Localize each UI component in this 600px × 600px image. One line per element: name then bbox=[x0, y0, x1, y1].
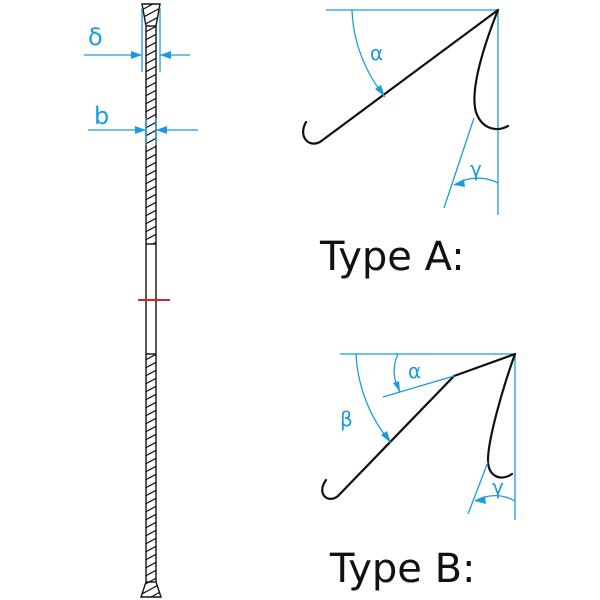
hatch-line bbox=[141, 157, 161, 173]
type-b-gamma-arrow bbox=[475, 496, 486, 504]
hatch-line bbox=[141, 69, 161, 85]
hatch-line bbox=[141, 461, 161, 477]
type-b-tooth-face bbox=[321, 352, 517, 500]
hatch-line bbox=[141, 389, 161, 405]
hatch-line bbox=[141, 509, 161, 525]
b-arrow-left bbox=[135, 126, 146, 134]
hatch-line bbox=[141, 373, 161, 389]
type-b-alpha-reference bbox=[382, 375, 455, 398]
type-a-title: Type A: bbox=[319, 234, 465, 280]
hatch-line bbox=[141, 517, 161, 533]
blade-section bbox=[138, 3, 170, 598]
type-b-gamma-label: γ bbox=[492, 475, 504, 499]
b-arrow-right bbox=[156, 126, 167, 134]
hatch-line bbox=[141, 477, 161, 493]
hatch-line bbox=[141, 141, 161, 157]
hatch-line bbox=[141, 77, 161, 93]
hatch-line bbox=[141, 469, 161, 485]
type-b-title: Type B: bbox=[329, 546, 476, 592]
hatch-line bbox=[141, 445, 161, 461]
hatch-line bbox=[141, 493, 161, 509]
delta-arrow-left bbox=[131, 51, 142, 59]
hatch-line bbox=[141, 413, 161, 429]
hatch-line bbox=[141, 501, 161, 517]
hatch-line bbox=[141, 133, 161, 149]
hatch-line bbox=[141, 453, 161, 469]
hatch-line bbox=[141, 109, 161, 125]
hatch-line bbox=[141, 173, 161, 189]
type-b-tooth-back bbox=[486, 352, 517, 479]
type-b-tooth: α β γ Type B: bbox=[321, 352, 517, 592]
type-a-tooth-face bbox=[302, 8, 500, 145]
hatch-line bbox=[141, 165, 161, 181]
hatch-line bbox=[141, 101, 161, 117]
blade-outline bbox=[140, 3, 162, 598]
hatch-line bbox=[141, 189, 161, 205]
hatch-line bbox=[141, 485, 161, 501]
hatch-line bbox=[141, 213, 161, 229]
type-b-gamma-reference bbox=[467, 461, 489, 515]
hatch-line bbox=[141, 357, 161, 373]
type-b-beta-label: β bbox=[340, 407, 353, 431]
hatch-line bbox=[141, 549, 161, 565]
hatch-line bbox=[141, 397, 161, 413]
hatch-line bbox=[141, 405, 161, 421]
hatch-line bbox=[141, 429, 161, 445]
hatch-line bbox=[141, 381, 161, 397]
type-b-alpha-label: α bbox=[408, 359, 421, 383]
type-a-tooth: α γ Type A: bbox=[302, 8, 510, 280]
type-a-gamma-arrow bbox=[454, 179, 465, 187]
type-a-alpha-label: α bbox=[370, 41, 383, 65]
hatch-line bbox=[141, 125, 161, 141]
hatch-line bbox=[141, 365, 161, 381]
hatch-line bbox=[141, 221, 161, 237]
hatch-line bbox=[141, 149, 161, 165]
delta-arrow-right bbox=[160, 51, 171, 59]
type-b-beta-arrow bbox=[381, 431, 391, 443]
type-a-tooth-back bbox=[473, 8, 510, 131]
hatch-line bbox=[141, 421, 161, 437]
hatch-line bbox=[141, 557, 161, 573]
delta-dimension: δ bbox=[84, 8, 190, 72]
b-label: b bbox=[94, 102, 109, 130]
hatch-line bbox=[141, 93, 161, 109]
hatch-line bbox=[141, 437, 161, 453]
hatch-line bbox=[141, 565, 161, 581]
type-a-alpha-arrow bbox=[375, 85, 385, 97]
hatch-line bbox=[141, 197, 161, 213]
hatch-line bbox=[141, 525, 161, 541]
hatch-line bbox=[141, 573, 161, 589]
type-b-alpha-arrow bbox=[393, 381, 400, 392]
hatch-line bbox=[141, 181, 161, 197]
hatch-line bbox=[141, 205, 161, 221]
type-a-gamma-label: γ bbox=[470, 157, 482, 181]
type-b-beta-arc bbox=[355, 353, 392, 444]
type-a-gamma-reference bbox=[443, 117, 475, 209]
hatch-line bbox=[141, 533, 161, 549]
delta-label: δ bbox=[88, 23, 103, 51]
hatch-line bbox=[141, 541, 161, 557]
hatch-line bbox=[141, 229, 161, 245]
b-dimension: b bbox=[88, 102, 198, 145]
hatch-line bbox=[141, 85, 161, 101]
